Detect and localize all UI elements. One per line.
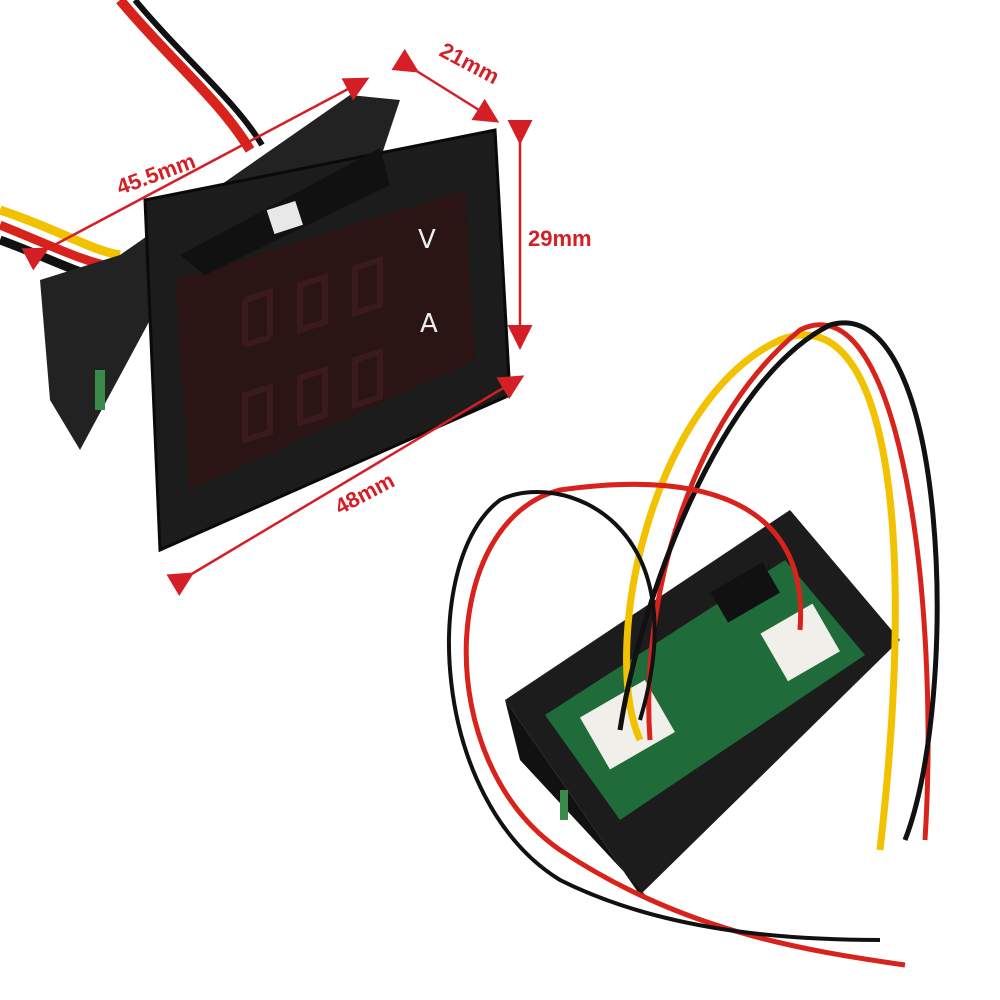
height-dimension-label: 29mm [528, 226, 592, 251]
width-dimension-label: 48mm [331, 467, 399, 519]
rear-meter-wires [447, 320, 940, 968]
voltage-symbol: V [418, 225, 436, 255]
rear-meter [505, 510, 900, 900]
dimension-annotations: 45.5mm 21mm 29mm 48mm [21, 37, 592, 596]
depth-dimension-label: 21mm [436, 37, 504, 89]
current-symbol: A [420, 309, 438, 339]
front-meter: V A [40, 95, 512, 553]
